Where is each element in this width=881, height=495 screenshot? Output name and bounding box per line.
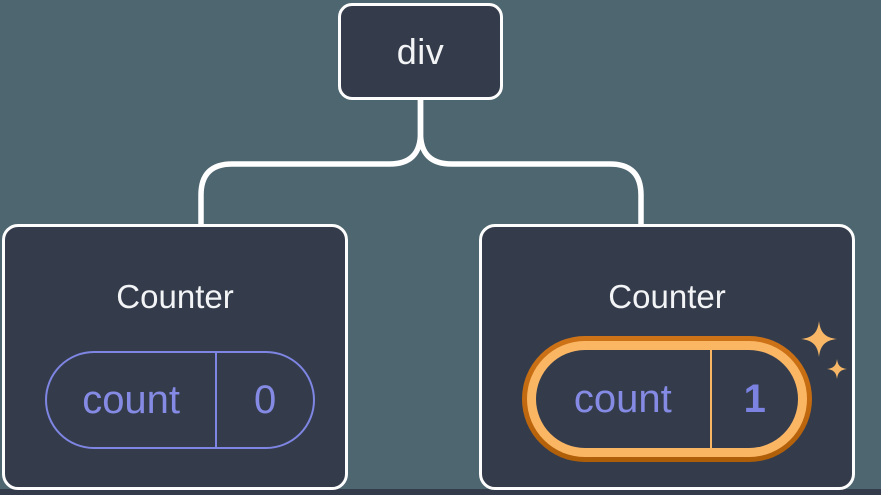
counter-node-left: Counter count 0 [2, 224, 348, 490]
state-value-label: 1 [743, 376, 766, 421]
sparkle-small-icon [827, 359, 847, 379]
state-key-segment: count [536, 350, 712, 448]
counter-node-right: Counter count 1 [479, 224, 855, 490]
state-pill: count 0 [45, 351, 315, 449]
state-key-label: count [82, 377, 181, 422]
state-pill-highlighted: count 1 [536, 350, 798, 448]
root-node-div: div [338, 3, 503, 100]
state-key-label: count [573, 376, 672, 421]
state-key-segment: count [47, 353, 218, 447]
root-node-label: div [396, 30, 445, 72]
state-update-highlight-ring: count 1 [522, 336, 812, 462]
state-value-label: 0 [253, 377, 277, 422]
sparkles-icon [801, 321, 837, 357]
counter-title: Counter [608, 278, 726, 315]
state-value-segment: 0 [217, 353, 313, 447]
counter-title: Counter [116, 278, 234, 315]
state-update-highlight-ring-inner: count 1 [527, 341, 807, 457]
state-value-segment: 1 [712, 350, 798, 448]
bottom-edge-strip [0, 489, 881, 495]
